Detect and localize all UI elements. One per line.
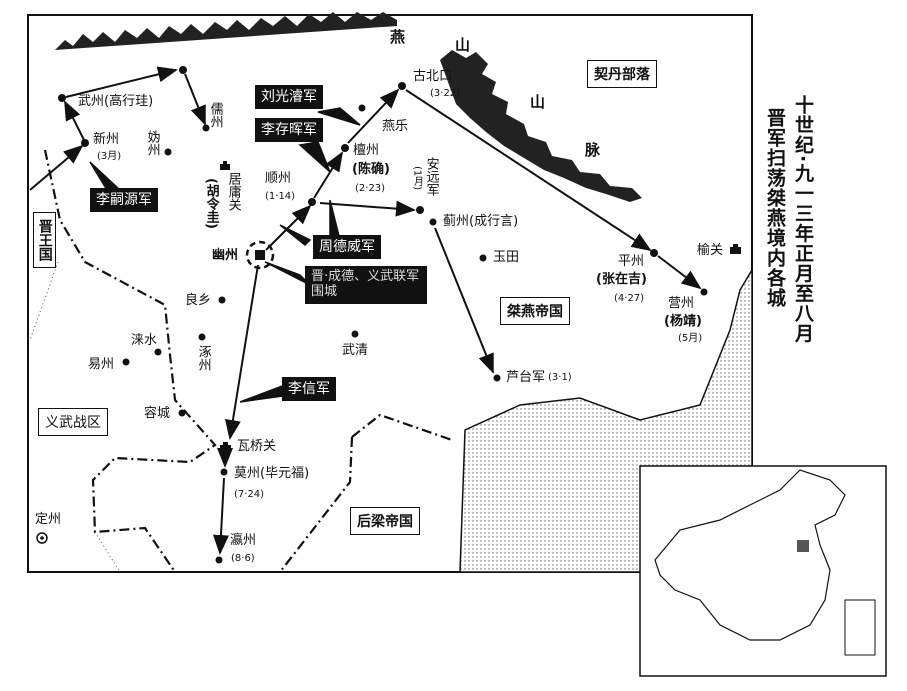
mountain-label: 脉	[585, 141, 601, 159]
army-li-siyuan: 李嗣源军	[90, 188, 158, 213]
place-youzhou: 幽州	[212, 248, 239, 263]
region-yiwu: 义武战区	[38, 408, 108, 436]
army-siege-alliance: 晋·成德、义武联军围城	[305, 266, 427, 304]
army-zhou-dewei: 周德威军	[313, 235, 381, 260]
place-xinzhou-date: (3月)	[97, 151, 122, 162]
place-zhuozhou: 涿州	[195, 345, 211, 371]
place-shunzhou: 顺州	[265, 171, 292, 186]
place-yingzhou-hebei: 瀛州	[230, 533, 257, 548]
place-juyongguan-commander: (胡令圭)	[203, 178, 219, 229]
pointers	[89, 107, 361, 403]
place-anyuanjun: 安远军	[423, 157, 439, 196]
place-tanzhou-date: (2·23)	[355, 183, 386, 194]
place-pingzhou-commander: (张在吉)	[596, 272, 647, 287]
place-dingzhou: 定州	[35, 512, 62, 527]
place-tanzhou: 檀州	[353, 143, 380, 158]
place-jizhou: 蓟州(成行言)	[443, 214, 519, 229]
youzhou-siege-symbol	[245, 240, 275, 270]
place-yingzhou-hebei-date: (8·6)	[231, 553, 255, 564]
place-yingzhou-commander: (杨靖)	[664, 314, 702, 329]
city-dots	[58, 66, 708, 564]
mountain-range	[55, 12, 642, 202]
region-jin: 晋王国	[33, 212, 56, 268]
place-pingzhou: 平州	[618, 254, 645, 269]
mountain-label: 山	[455, 36, 471, 54]
place-laishui: 涞水	[131, 333, 158, 348]
routes	[29, 66, 702, 555]
place-yingzhou: 营州	[668, 296, 695, 311]
place-anyuanjun-date: (1月)	[411, 166, 423, 191]
place-shunzhou-date: (1·14)	[265, 191, 296, 202]
army-li-xin: 李信军	[282, 377, 336, 402]
place-gubeikou-date: (3·22)	[430, 88, 461, 99]
place-mozhou-date: (7·24)	[234, 489, 265, 500]
place-yutian: 玉田	[493, 250, 520, 265]
region-houliang: 后梁帝国	[350, 507, 420, 535]
fort-icons	[220, 161, 741, 452]
place-juyongguan: 居庸关	[225, 172, 241, 211]
place-yizhou: 易州	[88, 357, 115, 372]
place-yingzhou-date: (5月)	[678, 333, 703, 344]
mountain-label: 燕	[390, 28, 406, 46]
place-tanzhou-commander: (陈确)	[352, 162, 390, 177]
place-lutaijun: 芦台军	[506, 370, 546, 385]
place-yuguan: 榆关	[697, 243, 724, 258]
map-title-line1: 十世纪·九一三年正月至八月	[792, 95, 814, 344]
army-li-cunhui: 李存晖军	[255, 118, 323, 143]
map-title-line2: 晋军扫荡桀燕境内各城	[764, 108, 786, 308]
dingzhou-symbol	[36, 532, 48, 544]
place-waqiaoguan: 瓦桥关	[237, 439, 277, 454]
region-khitan: 契丹部落	[587, 60, 657, 88]
region-jieyan: 桀燕帝国	[500, 297, 570, 325]
place-wuqing: 武清	[342, 343, 369, 358]
army-liu-guangjun: 刘光濬军	[255, 85, 323, 110]
place-xinzhou: 新州	[93, 132, 120, 147]
place-guizhou: 妫州	[144, 130, 160, 156]
place-liangxiang: 良乡	[185, 293, 212, 308]
place-mozhou: 莫州(毕元福)	[234, 466, 310, 481]
place-yanle: 燕乐	[382, 119, 409, 134]
place-pingzhou-date: (4·27)	[614, 293, 645, 304]
place-gubeikou: 古北口	[413, 69, 453, 84]
china-inset-map	[639, 465, 887, 677]
place-rongcheng: 容城	[144, 406, 171, 421]
place-lutaijun-date: (3·1)	[548, 372, 572, 383]
place-ruzhou: 儒州	[207, 102, 223, 128]
place-wuzhou: 武州(高行珪)	[78, 94, 154, 109]
mountain-label: 山	[530, 93, 546, 111]
